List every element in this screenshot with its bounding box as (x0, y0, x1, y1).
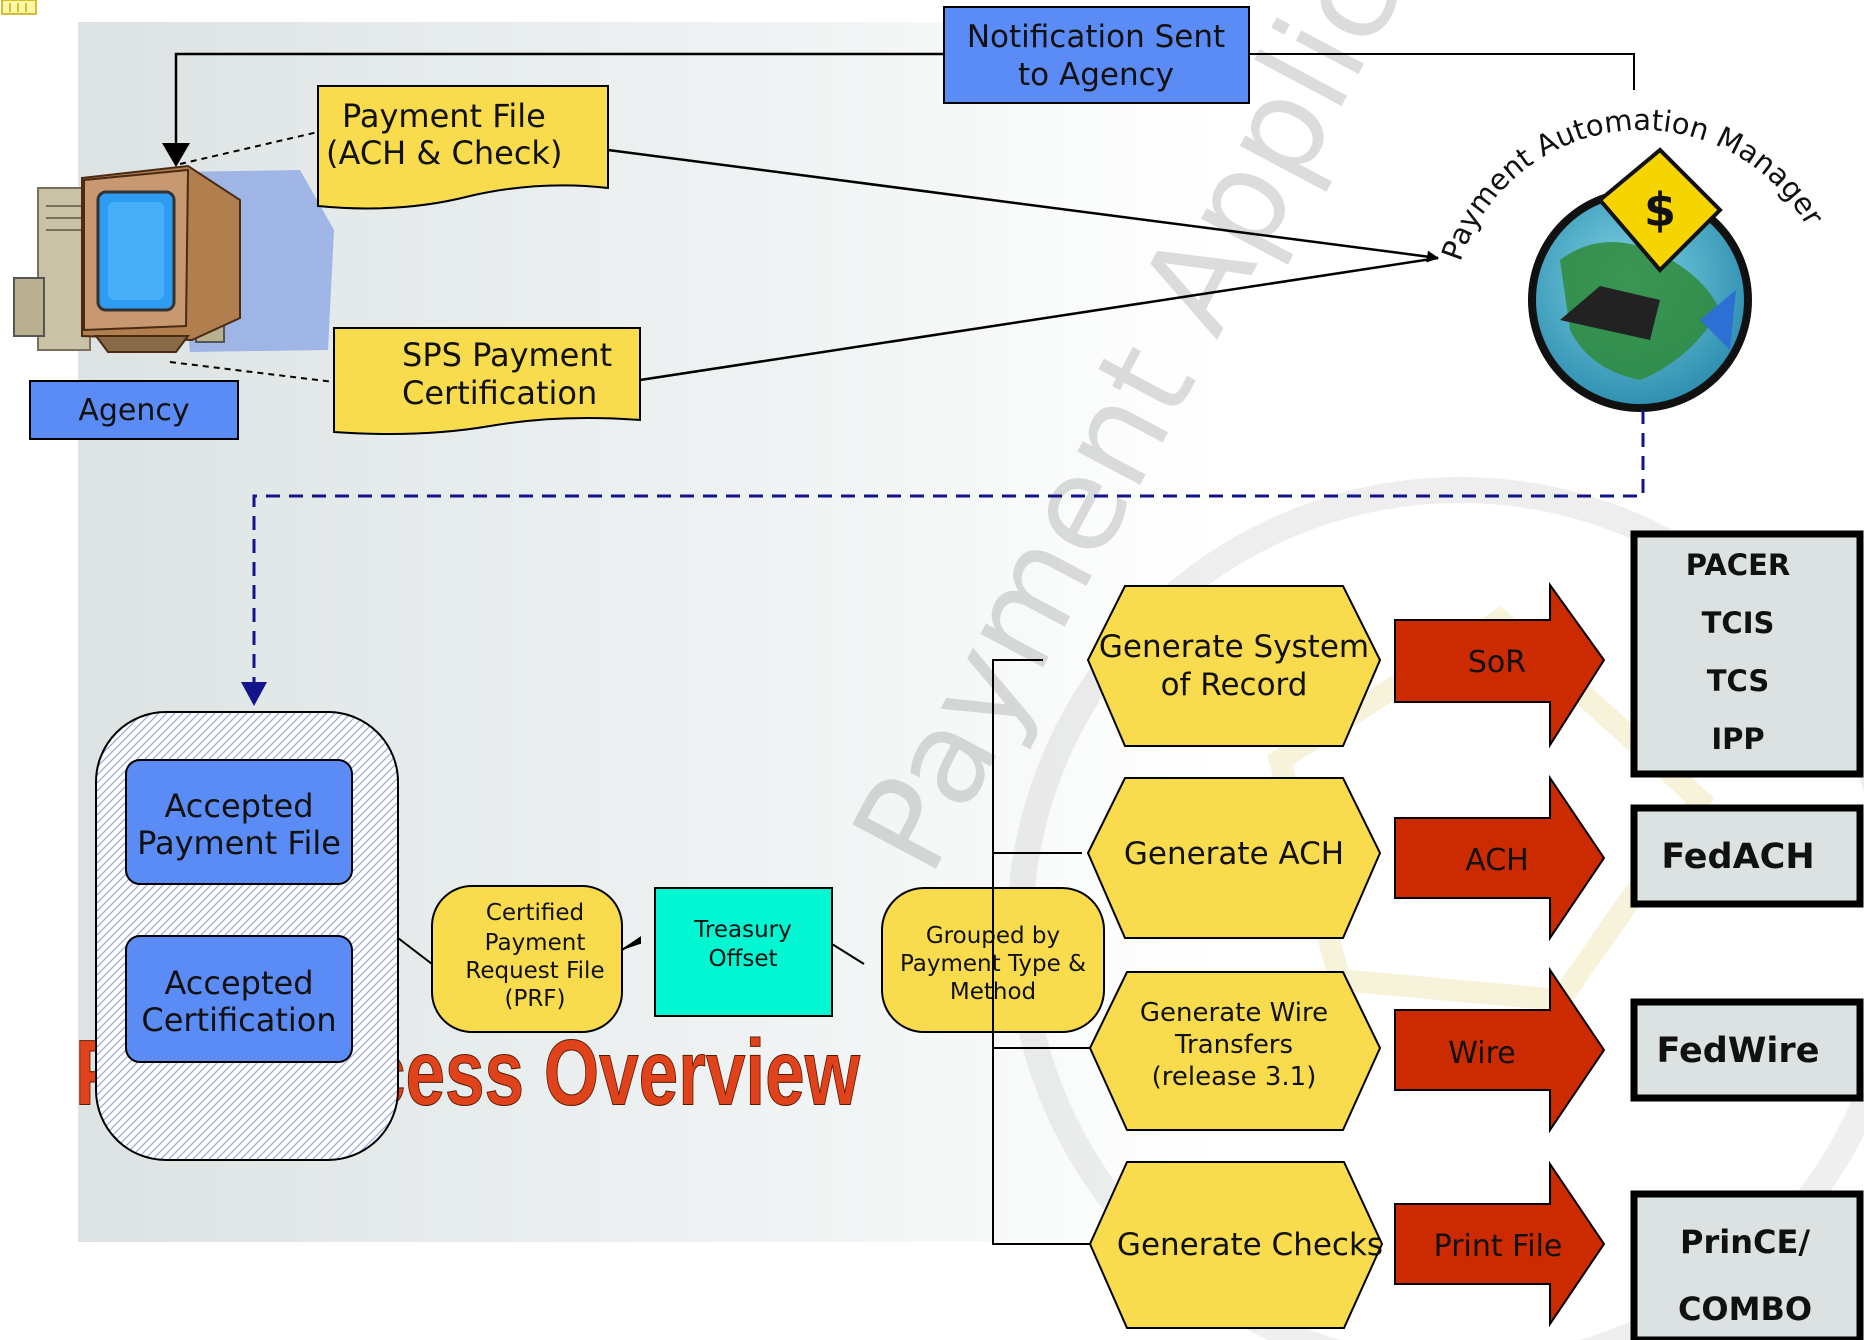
blue-dashed-connector (252, 410, 1645, 692)
arrow-print-file: Print File (1394, 1160, 1606, 1328)
dest-fedach: FedACH (1661, 837, 1814, 877)
notification-line-1: Notification Sent (967, 19, 1225, 55)
payment-file-line-1: Payment File (342, 97, 546, 135)
accepted-certification-line-2: Certification (141, 1001, 336, 1039)
generator-ach: Generate ACH (1086, 777, 1382, 939)
generator-wire: Generate Wire Transfers (release 3.1) (1088, 971, 1382, 1131)
payment-file-line-2: (ACH & Check) (326, 134, 562, 172)
svg-text:$: $ (1644, 183, 1676, 237)
dest-pacer: PACER (1686, 548, 1790, 582)
computer-icon (13, 164, 334, 353)
generator-wire-line-2: Transfers (1174, 1030, 1293, 1060)
notification-box: Notification Sent to Agency (943, 6, 1250, 104)
agency-box: Agency (29, 380, 239, 440)
arrow-wire: Wire (1394, 966, 1606, 1134)
generator-checks-line-1: Generate Checks (1117, 1227, 1383, 1263)
corner-icon (1, 0, 37, 15)
prf-line-3: Request File (465, 958, 604, 984)
generator-checks: Generate Checks (1088, 1161, 1384, 1329)
notification-arrow (174, 52, 944, 152)
prf-box: Certified Payment Request File (PRF) (431, 885, 623, 1033)
dest-prince-box: PrinCE/ COMBO (1630, 1190, 1864, 1340)
container-to-prf-link (397, 937, 433, 965)
arrow-sor-label: SoR (1468, 645, 1526, 680)
treasury-offset-line-2: Offset (708, 946, 777, 972)
notification-connector (1249, 53, 1635, 90)
dest-fedwire-box: FedWire (1630, 998, 1864, 1102)
generator-sor-line-2: of Record (1161, 667, 1308, 703)
blue-dashed-arrowhead (241, 682, 267, 706)
offset-to-grouped-link (831, 943, 865, 965)
generator-wire-line-3: (release 3.1) (1152, 1062, 1317, 1092)
generator-wire-line-1: Generate Wire (1140, 998, 1328, 1028)
arrow-ach: ACH (1394, 774, 1606, 942)
arrow-print-file-label: Print File (1434, 1229, 1563, 1264)
dest-fedach-box: FedACH (1630, 804, 1864, 908)
treasury-offset-line-1: Treasury (693, 917, 792, 943)
dest-ipp: IPP (1711, 722, 1764, 756)
accepted-container: Accepted Payment File Accepted Certifica… (95, 711, 399, 1161)
dest-tcis: TCIS (1702, 606, 1775, 640)
dest-tcs: TCS (1707, 664, 1770, 698)
agency-label: Agency (78, 393, 189, 428)
sps-certification-document: SPS Payment Certification (333, 327, 641, 435)
accepted-payment-file-line-1: Accepted (164, 787, 313, 825)
accepted-certification-line-1: Accepted (164, 964, 313, 1002)
prf-to-offset-link (621, 936, 641, 951)
notification-line-2: to Agency (1018, 57, 1174, 93)
generator-ach-line-1: Generate ACH (1124, 836, 1344, 872)
pam-logo: Payment Automation Manager $ (1528, 147, 1752, 412)
sps-arrow (639, 256, 1439, 382)
dest-fedwire: FedWire (1657, 1031, 1820, 1071)
payment-file-arrow (607, 148, 1439, 263)
notification-arrowhead (162, 143, 190, 167)
prf-line-4: (PRF) (504, 986, 565, 1012)
sps-dashed-link (169, 361, 335, 383)
arrow-wire-label: Wire (1448, 1036, 1515, 1071)
generator-bracket (992, 659, 1090, 1245)
prf-line-1: Certified (486, 900, 584, 926)
arrow-ach-label: ACH (1465, 843, 1529, 878)
dest-prince-line-1: PrinCE/ (1680, 1223, 1810, 1261)
treasury-offset-box: Treasury Offset (654, 887, 833, 1017)
prf-line-2: Payment (485, 930, 586, 956)
generator-sor-line-1: Generate System (1099, 629, 1369, 665)
payment-file-dashed-link (179, 131, 319, 165)
accepted-payment-file-line-2: Payment File (137, 824, 341, 862)
generator-sor: Generate System of Record (1086, 585, 1382, 747)
arrow-sor: SoR (1394, 581, 1606, 749)
dest-sor-box: PACER TCIS TCS IPP (1630, 530, 1864, 778)
payment-file-document: Payment File (ACH & Check) (317, 85, 609, 210)
dest-prince-line-2: COMBO (1678, 1290, 1812, 1328)
sps-certification-line-1: SPS Payment (402, 336, 612, 374)
sps-certification-line-2: Certification (402, 374, 597, 412)
